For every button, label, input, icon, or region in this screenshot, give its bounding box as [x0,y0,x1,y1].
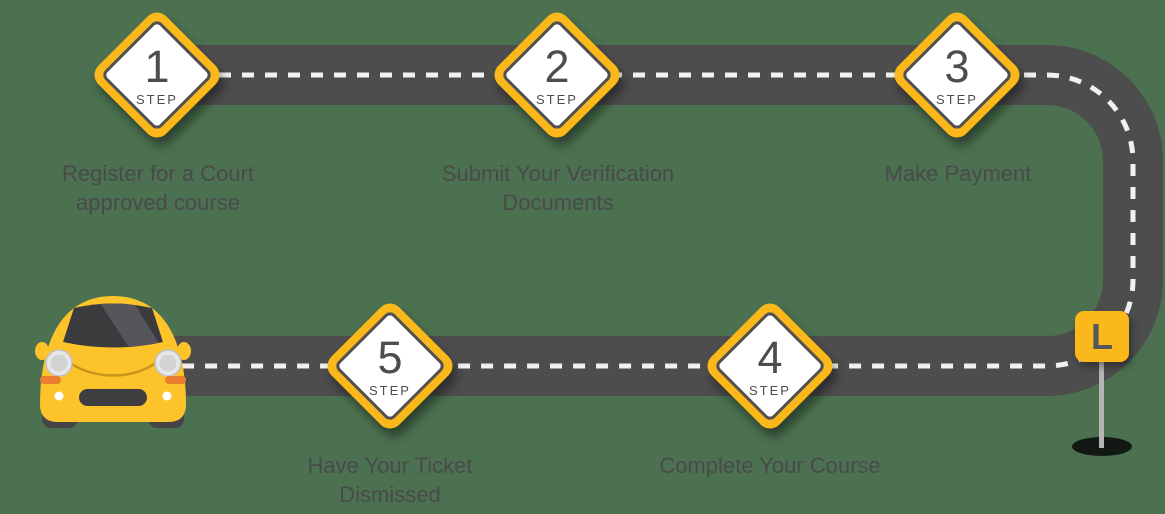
step-5-word: STEP [369,382,411,398]
step-4-number: 4 [757,331,783,383]
step-5-number: 5 [377,331,403,383]
car-foglight-right [162,391,172,401]
step-2-sign: 2 STEP [489,7,625,143]
car-headlight-left-inner [50,354,68,372]
finish-l-letter: L [1091,315,1113,357]
car-grille [79,389,147,406]
step-2-caption: Submit Your Verification Documents [441,161,675,215]
step-5-caption: Have Your Ticket Dismissed [307,453,473,507]
car-illustration [35,296,191,428]
car-indicator-left [40,376,61,384]
step-3-sign: 3 STEP [889,7,1025,143]
step-3-caption: Make Payment [884,161,1032,186]
step-1-caption: Register for a Court approved course [62,161,254,215]
step-1-number: 1 [144,40,170,92]
step-1-word: STEP [136,91,178,107]
step-2-number: 2 [544,40,570,92]
step-1-sign: 1 STEP [89,7,225,143]
step-4-caption: Complete Your Course [659,453,881,478]
finish-marker-pole [1099,356,1104,448]
car-headlight-right-inner [159,354,177,372]
car-indicator-right [165,376,186,384]
car-windshield-reflection [98,303,162,348]
step-5-sign: 5 STEP [322,298,458,434]
step-4-word: STEP [749,382,791,398]
step-2-word: STEP [536,91,578,107]
car-mirror-left [35,342,49,360]
car-mirror-right [177,342,191,360]
finish-l-sign: L [1075,311,1129,362]
step-3-number: 3 [944,40,970,92]
step-3-word: STEP [936,91,978,107]
step-4-sign: 4 STEP [702,298,838,434]
car-foglight-left [54,391,64,401]
